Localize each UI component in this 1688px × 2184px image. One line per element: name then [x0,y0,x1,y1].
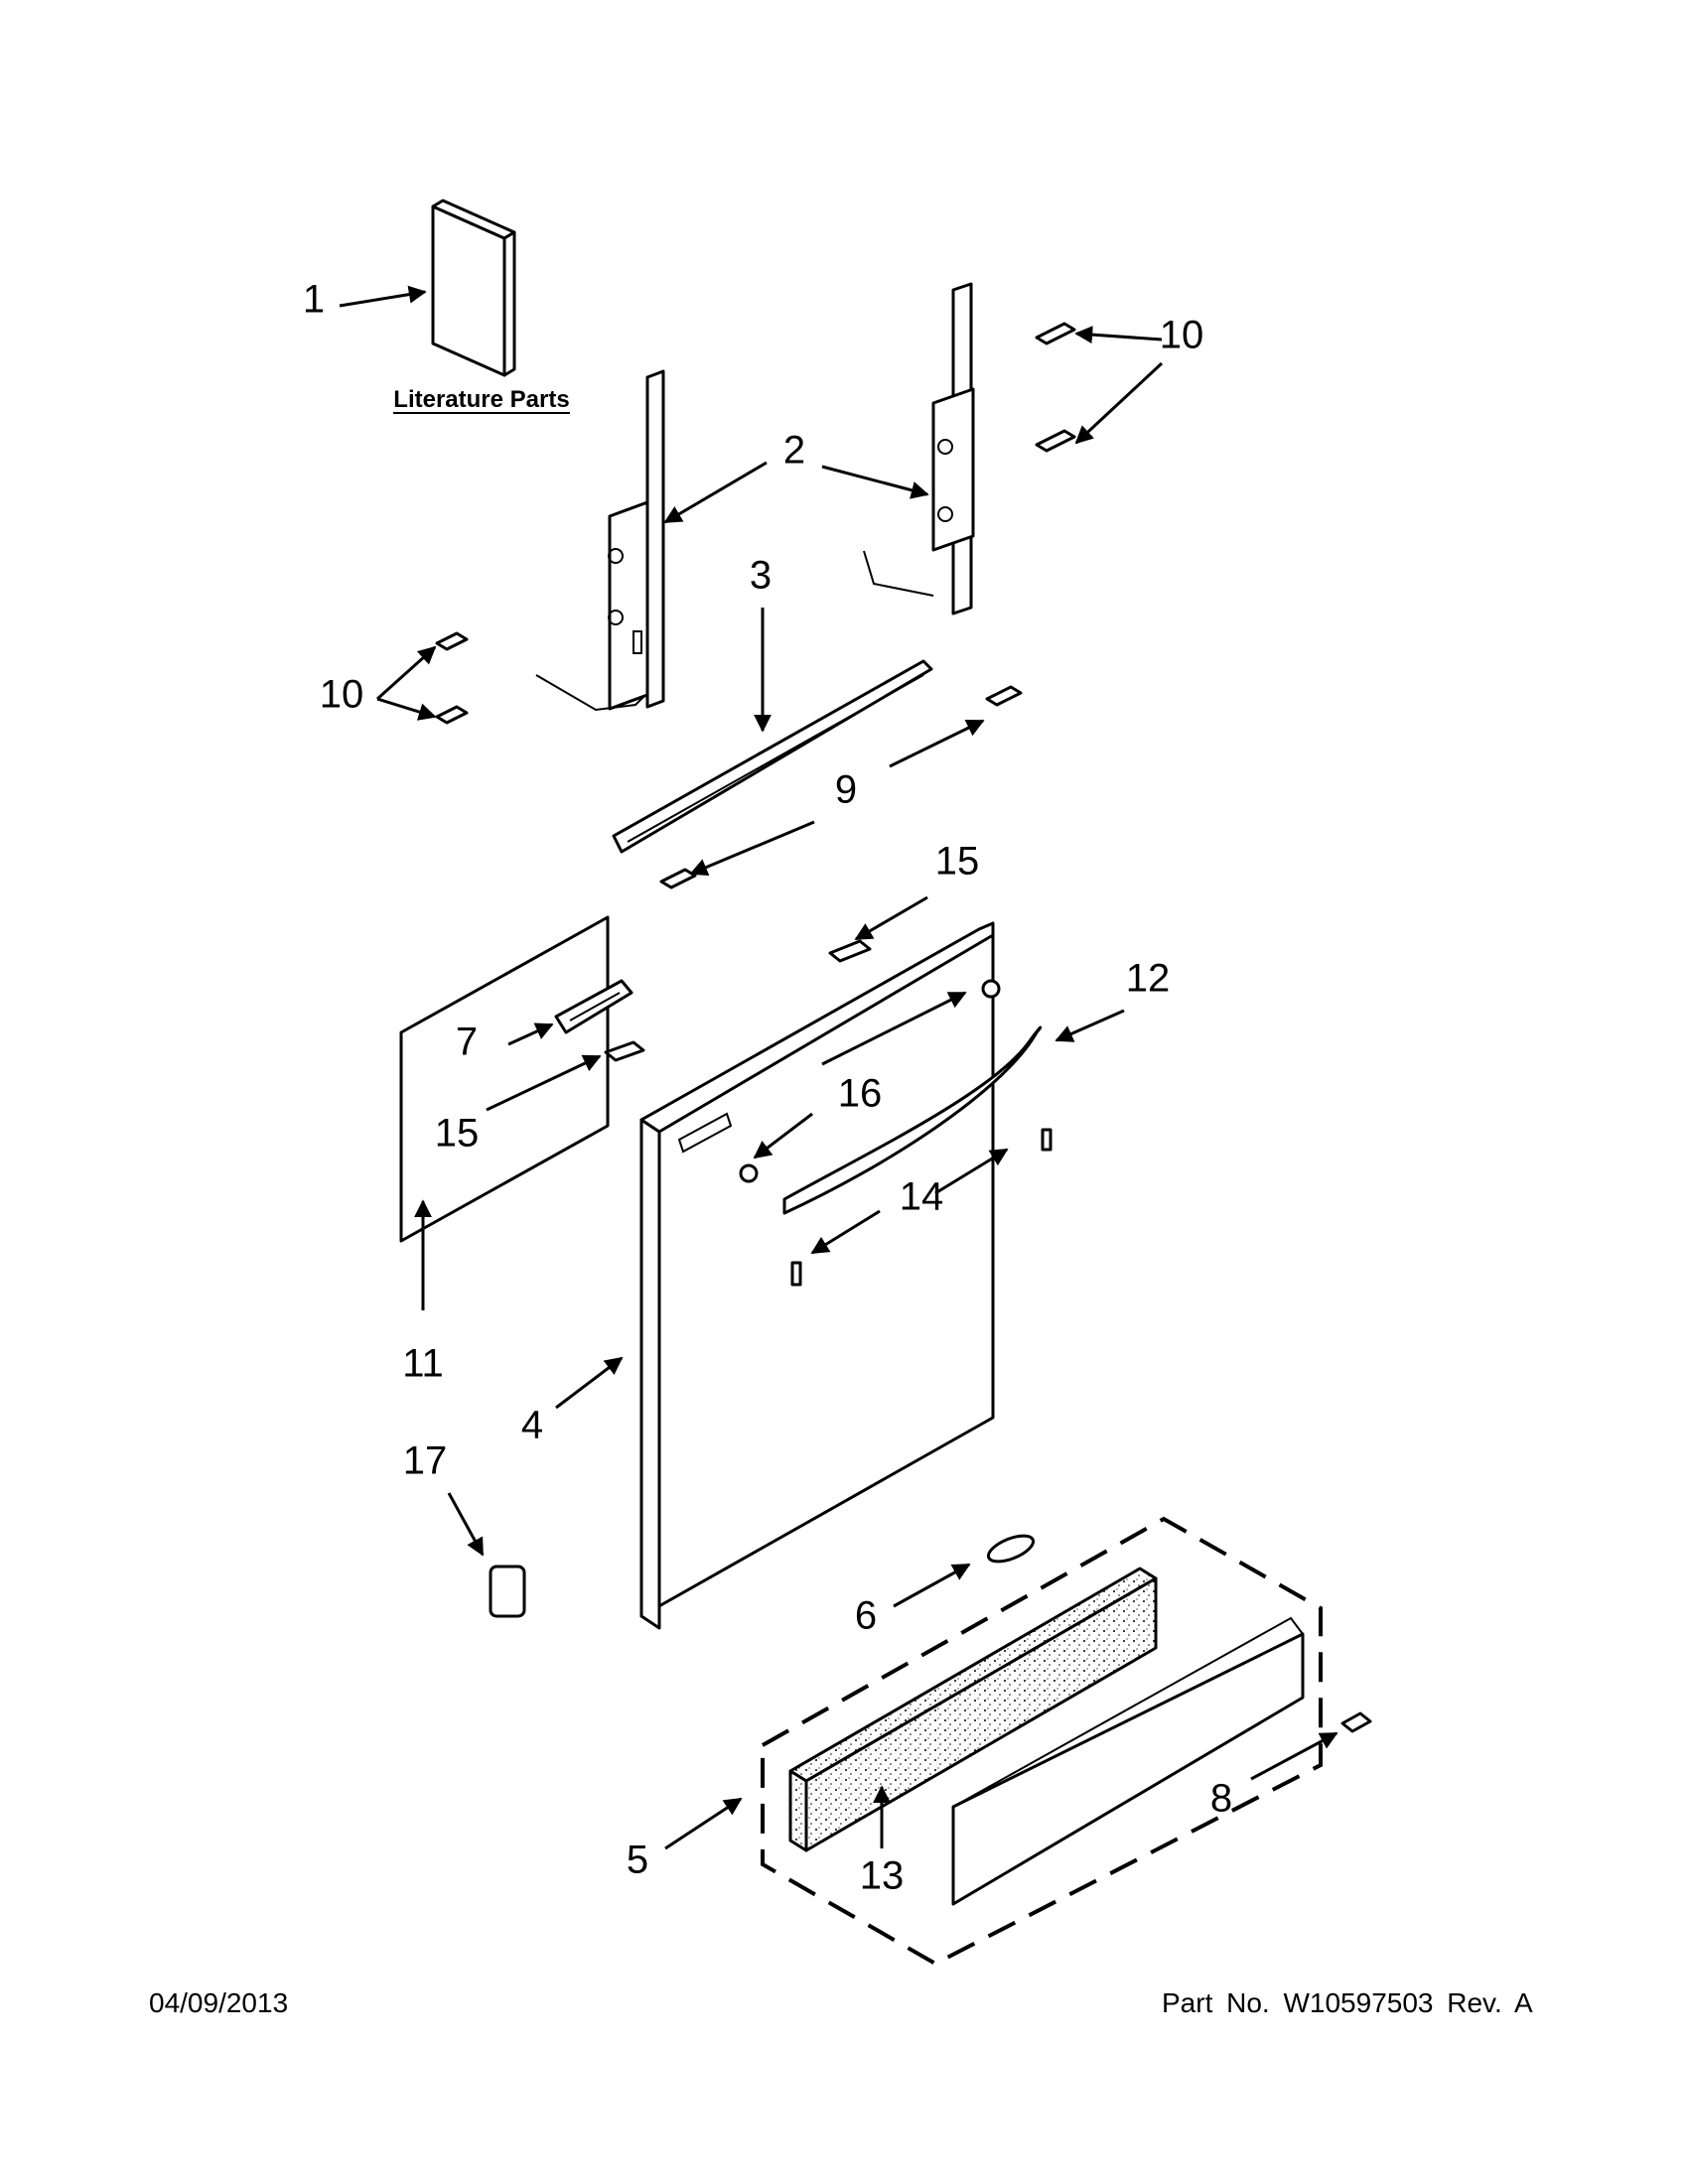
foam-strip [788,1567,1158,1852]
door-latch [554,979,633,1034]
callout-14: 14 [900,1175,944,1219]
callout-2: 2 [783,429,805,473]
callout-8: 8 [1210,1777,1232,1821]
door-insulation-sheet [399,915,610,1243]
callout-16: 16 [838,1072,883,1116]
footer-date: 04/09/2013 [149,1987,289,2018]
left-hinge-bracket [535,369,665,712]
footer-part-number: Part No. W10597503 Rev. A [1162,1987,1533,2018]
hinge-screws [435,322,1076,725]
toe-panel [951,1616,1372,1906]
logo-badge [986,1534,1036,1564]
callout-6: 6 [855,1594,877,1638]
door-top-rail [612,659,1023,889]
callout-10-left: 10 [320,673,364,717]
callout-3: 3 [750,554,772,598]
right-hinge-bracket [863,282,975,615]
handle-spacers-and-pins [739,979,1053,1287]
callout-9: 9 [835,768,857,812]
callout-11: 11 [402,1342,444,1386]
callout-leaders [339,285,1338,1850]
callout-15-top: 15 [935,840,980,884]
callout-7: 7 [456,1021,478,1064]
callout-17: 17 [403,1439,448,1483]
door-handle [782,1025,1043,1215]
door-clip [489,1565,526,1618]
callout-13: 13 [860,1854,905,1898]
callout-5: 5 [627,1839,648,1882]
callout-4: 4 [521,1404,543,1447]
door-screws [604,939,872,1062]
callout-12: 12 [1126,957,1171,1001]
callout-10-right: 10 [1160,314,1204,357]
toe-panel-group-outline [761,1516,1323,1967]
callout-15-left: 15 [435,1112,480,1156]
callout-1: 1 [303,278,325,322]
literature-booklet [431,199,516,377]
literature-parts-caption: Literature Parts [393,386,569,413]
door-panel [639,921,995,1630]
